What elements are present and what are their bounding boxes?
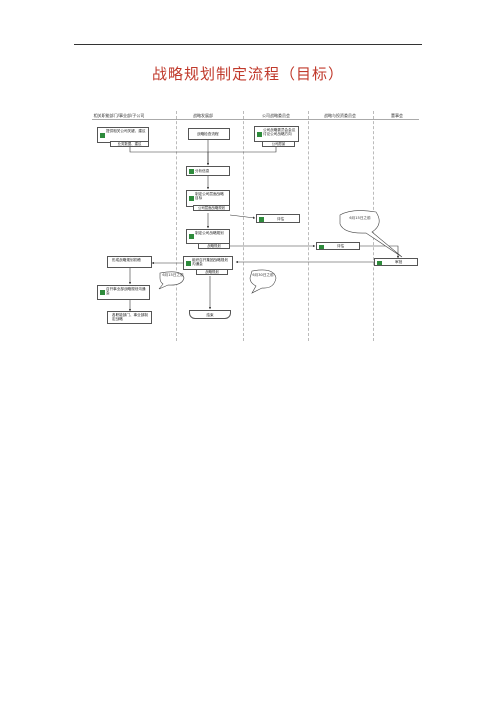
lane-label-investment-committee: 战略与投资委员会	[324, 113, 356, 118]
step-6: 制定公司战略规划	[186, 229, 230, 244]
step-8-text: 审批	[395, 260, 403, 264]
callout-n3	[339, 210, 403, 258]
step-number-tag	[189, 196, 194, 201]
step-9-output: 战略规划	[196, 269, 228, 275]
step-number-tag	[100, 290, 105, 295]
step-1-output: 业务数据、建议	[110, 141, 149, 147]
step-3-text: 分析信息	[195, 169, 210, 173]
connector	[208, 145, 277, 153]
step-end: 结束	[189, 310, 231, 319]
step-strategy-review: 战略检查流程	[188, 128, 230, 140]
step-4-output: 公司层面战略规划	[193, 205, 230, 211]
step-7-text: 评估	[337, 244, 345, 248]
step-number-tag	[319, 244, 324, 249]
lane-label-strategy-dept: 战略发展部	[193, 113, 213, 118]
step-end-text: 结束	[206, 313, 214, 317]
lane-separator	[308, 111, 309, 341]
connector	[229, 214, 256, 219]
step-5-text: 评估	[277, 216, 285, 221]
step-9: 组织召开集团战略规划沟通会	[183, 256, 233, 270]
step-10: 召开事业部战略规划沟通会	[97, 285, 150, 300]
header-rule	[74, 44, 422, 45]
step-3: 分析信息	[186, 166, 230, 176]
step-number-tag	[186, 261, 191, 266]
step-number-tag	[189, 169, 194, 174]
callout-n2	[249, 269, 277, 294]
lane-separator	[176, 111, 177, 341]
step-6-text: 制定公司战略规划	[195, 231, 224, 235]
lane-header-line	[92, 119, 419, 120]
step-4: 制定公司层面战略目标	[186, 190, 230, 207]
step-strategy-review-text: 战略检查流程	[197, 132, 219, 136]
step-7: 评估	[316, 242, 360, 250]
callout-n3-text: 6月15日之前	[349, 216, 371, 220]
step-2: 公司战略委员会会议讨论公司战略方向	[254, 126, 299, 142]
step-6-output: 战略规划	[198, 243, 230, 249]
page-title: 战略规划制定流程（目标）	[151, 65, 344, 83]
callout-n1	[158, 271, 185, 290]
step-1-text: 提供相关公司关键、建议	[106, 129, 146, 133]
connector	[129, 145, 210, 166]
step-2-output: 公司愿景	[262, 141, 295, 147]
step-departments: 各职能部门、事业部制定战略	[107, 311, 152, 324]
step-number-tag	[189, 234, 194, 239]
step-number-tag	[377, 260, 382, 265]
step-10-text: 召开事业部战略规划沟通会	[106, 287, 146, 296]
step-draft: 形成战略规划初稿	[107, 256, 152, 268]
step-number-tag	[257, 132, 262, 137]
lane-label-board: 董事会	[391, 113, 403, 118]
step-2-text: 公司战略委员会会议讨论公司战略方向	[263, 128, 296, 137]
step-5: 评估	[256, 214, 300, 223]
connector	[360, 245, 400, 259]
lane-separator	[243, 111, 244, 341]
step-number-tag	[100, 133, 105, 138]
callout-n1-text: 6月15日之前	[162, 273, 184, 277]
callout-n2-text: 6月30日之前	[252, 273, 274, 277]
lane-label-strategy-committee: 公司战略委员会	[262, 113, 290, 118]
lane-label-departments: 相关职能部门/事业部/子公司	[93, 113, 145, 118]
step-8: 审批	[374, 258, 418, 266]
step-departments-text: 各职能部门、事业部制定战略	[112, 313, 148, 322]
step-9-text: 组织召开集团战略规划沟通会	[192, 258, 228, 267]
step-number-tag	[259, 217, 264, 222]
step-4-text: 制定公司层面战略目标	[195, 192, 224, 201]
step-draft-text: 形成战略规划初稿	[112, 258, 141, 262]
